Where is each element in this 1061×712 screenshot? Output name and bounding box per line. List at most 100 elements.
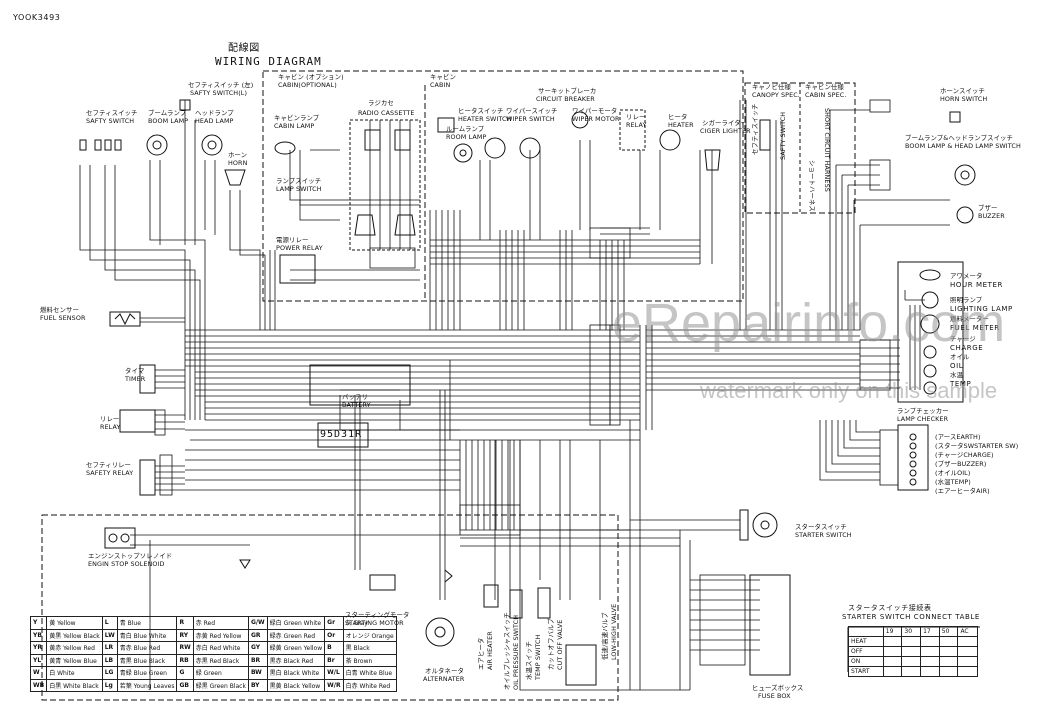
components	[79, 99, 980, 686]
power-relay-jp: 電源リレー	[276, 236, 309, 244]
oil-en: OIL	[950, 362, 964, 370]
boom-lamp-jp: ブームランプ	[148, 109, 187, 117]
relay-cabin-en: RELAY	[626, 121, 647, 129]
cabin-spec-en: CABIN SPEC.	[805, 91, 847, 99]
relay-en: RELAY	[100, 423, 121, 431]
wiper-switch-jp: ワイパースイッチ	[506, 107, 558, 115]
checker-item-oil: (オイルOIL)	[935, 469, 971, 477]
cabin-optional-label-en: CABIN(OPTIONAL)	[278, 81, 337, 89]
starter-switch-jp: スタータスイッチ	[795, 523, 847, 531]
left-leads	[140, 317, 185, 491]
connect-table-row-label: OFF	[848, 646, 884, 657]
legend-color-name: 赤黒 Red Black	[192, 653, 249, 667]
battery-jp: バッテリ	[342, 393, 368, 401]
checker-item-earth: (アースEARTH)	[935, 433, 981, 441]
oil-pressure-switch-jp: オイルプレッシャスイッチ	[503, 612, 511, 690]
legend-code: B	[324, 641, 344, 655]
connect-table-header-row: 19 30 17 50 AC	[848, 626, 978, 637]
fuel-sensor-jp: 燃料センサー	[40, 306, 79, 314]
short-harness-en: SHORT CIRCUIT HARNESS	[823, 108, 831, 192]
boom-lamp-en: BOOM LAMP	[148, 117, 189, 125]
connect-table-header	[848, 626, 884, 637]
legend-code: W/L	[324, 666, 344, 680]
connectors	[154, 99, 899, 666]
lighting-lamp-en: LIGHTING LAMP	[950, 305, 1013, 313]
fuel-sensor-en: FUEL SENSOR	[40, 314, 86, 322]
legend-code: W	[29, 666, 48, 680]
heater-switch-en: HEATER SWITCH	[458, 115, 512, 123]
legend-color-name: 黄赤 Yellow Red	[46, 641, 103, 655]
legend-color-name: 青赤 Blue Red	[116, 641, 178, 655]
legend-color-name: 白青 White Blue	[342, 666, 397, 680]
legend-code: LG	[101, 666, 118, 680]
buzzer-en: BUZZER	[978, 212, 1005, 220]
safety-switch-jp: セフティスイッチ	[86, 109, 138, 117]
cut-off-valve-en: CUT OFF VALVE	[556, 619, 564, 670]
safety-switch-en: SAFTY SWITCH	[86, 117, 135, 125]
low-high-valve-en: LOW-HIGH VALVE	[610, 603, 618, 660]
fuse-box-en: FUSE BOX	[758, 692, 791, 700]
legend-color-name: 黄青 Yellow Blue	[46, 653, 103, 667]
cigar-lighter-en: CIGER LIGHTER	[700, 127, 751, 135]
canopy-spec-jp: キャノピ仕様	[752, 83, 791, 91]
circuit-breaker-en: CIRCUIT BREAKER	[536, 95, 595, 103]
radio-cassette-jp: ラジカセ	[368, 99, 394, 107]
fuel-meter-en: FUEL METER	[950, 324, 1000, 332]
legend-code: LW	[101, 628, 118, 642]
legend-code: YB	[29, 628, 48, 642]
doc-code: YOOK3493	[13, 13, 61, 22]
cabin-harness	[289, 120, 713, 281]
heater-en: HEATER	[668, 121, 694, 129]
boom-head-switch-jp: ブームランプ&ヘッドランプスイッチ	[905, 134, 1014, 142]
legend-color-name: 若葉 Young Leaves	[116, 678, 178, 692]
horn-switch-jp: ホーンスイッチ	[940, 87, 985, 95]
checker-item-air: (エアーヒータAIR)	[935, 487, 990, 495]
legend-color-name: 黒 Black	[342, 641, 397, 655]
legend-code: Or	[324, 628, 344, 642]
legend-code: Br	[324, 653, 344, 667]
title-jp: 配線図	[228, 43, 260, 54]
legend-color-name: 青 Blue	[116, 616, 178, 630]
temp-en: TEMP	[950, 380, 972, 388]
relay-jp: リレー	[100, 415, 120, 423]
legend-code: WB	[29, 678, 48, 692]
legend-code: BY	[247, 678, 268, 692]
legend-code: L	[101, 616, 118, 630]
cabin-optional-box	[262, 70, 744, 302]
title-en: WIRING DIAGRAM	[215, 55, 322, 68]
canopy-spec-en: CANOPY SPEC.	[752, 91, 800, 99]
legend-color-name: 黒白 Black White	[266, 666, 326, 680]
legend-color-name: 青黒 Blue Black	[116, 653, 178, 667]
hour-meter-en: HOUR METER	[950, 281, 1004, 289]
legend-color-name: 黒赤 Black Red	[266, 653, 326, 667]
relay-cabin-jp: リレー	[626, 113, 646, 121]
legend-code: RY	[176, 628, 194, 642]
connect-table-header: 50	[938, 626, 959, 637]
watermark-main: eRepairinfo.com	[612, 293, 1006, 353]
legend-code: G	[176, 666, 194, 680]
temp-switch-jp: 水温スイッチ	[525, 641, 533, 680]
connect-table-header: AC	[957, 626, 978, 637]
checker-item-temp: (水温TEMP)	[935, 478, 971, 486]
legend-color-name: 赤白 Red White	[192, 641, 249, 655]
legend-code: RW	[176, 641, 194, 655]
connect-table-row: ON	[848, 656, 978, 667]
room-lamp-jp: ルームランプ	[446, 125, 485, 133]
wiper-switch-en: WIPER SWITCH	[506, 115, 555, 123]
connect-table-title-jp: スタータスイッチ接続表	[848, 604, 932, 612]
main-harness	[185, 325, 860, 430]
heater-switch-jp: ヒータスイッチ	[458, 107, 504, 115]
checker-item-charge: (チャージCHARGE)	[935, 451, 994, 459]
safety-switch-l-jp: セフティスイッチ (左)	[188, 81, 254, 89]
safety-switch-l-en: SAFTY SWITCH(L)	[190, 89, 248, 97]
alternater-en: ALTERNATER	[423, 675, 465, 683]
head-lamp-en: HEAD LAMP	[195, 117, 234, 125]
horn-en: HORN	[228, 159, 248, 167]
connect-table-header: 19	[882, 626, 903, 637]
temp-switch-en: TEMP SWITCH	[534, 634, 542, 681]
starter-switch-en: STARTER SWITCH	[795, 531, 852, 539]
